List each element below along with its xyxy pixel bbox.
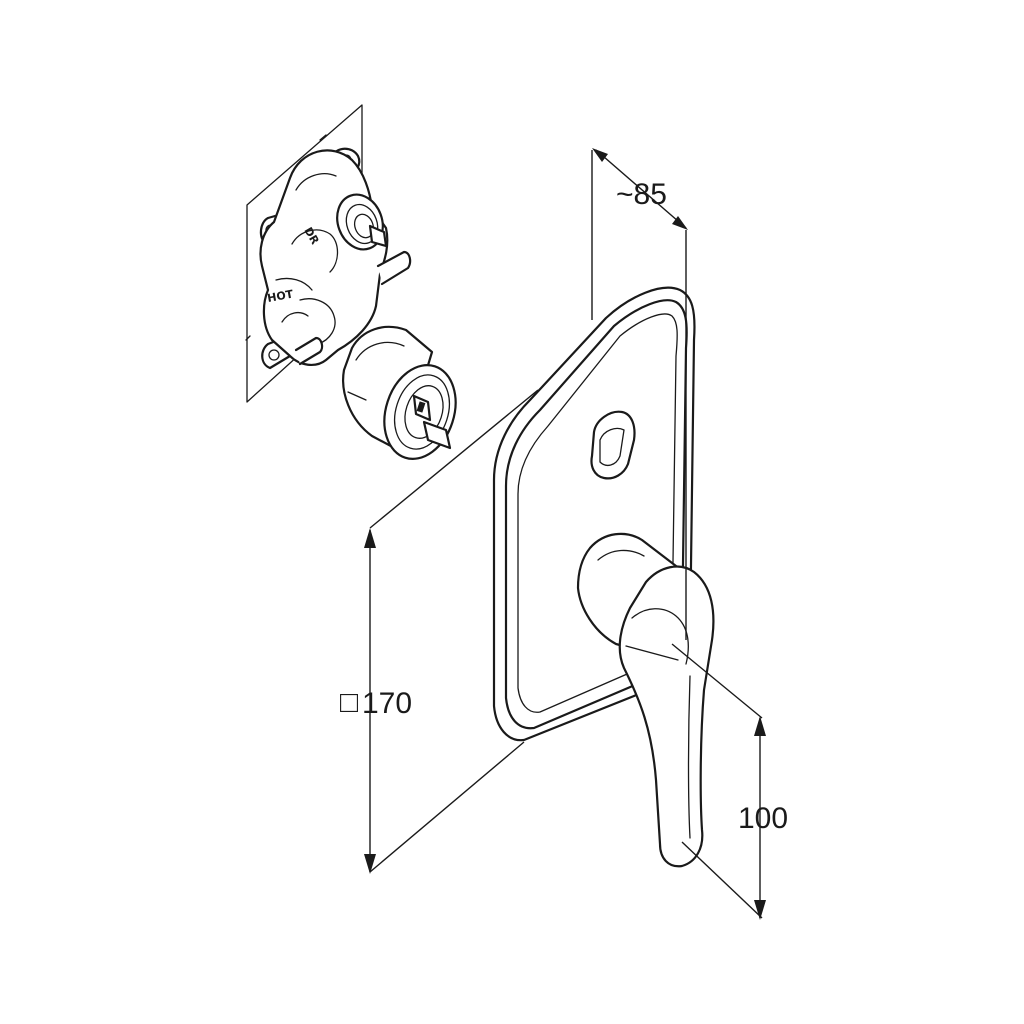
cover-plate	[492, 286, 715, 868]
dimension-lines	[364, 148, 766, 920]
plate-symbol: □	[340, 686, 359, 719]
diverter-button	[590, 410, 636, 480]
lever-handle	[576, 532, 715, 868]
plate-dimension-label: 170	[362, 687, 412, 720]
depth-dimension-label: ~85	[616, 178, 667, 211]
concealed-valve-body: DR HOT	[245, 104, 457, 460]
inlet-marking: HOT	[266, 288, 294, 305]
cartridge	[342, 325, 457, 460]
lever-dimension-label: 100	[738, 802, 788, 835]
